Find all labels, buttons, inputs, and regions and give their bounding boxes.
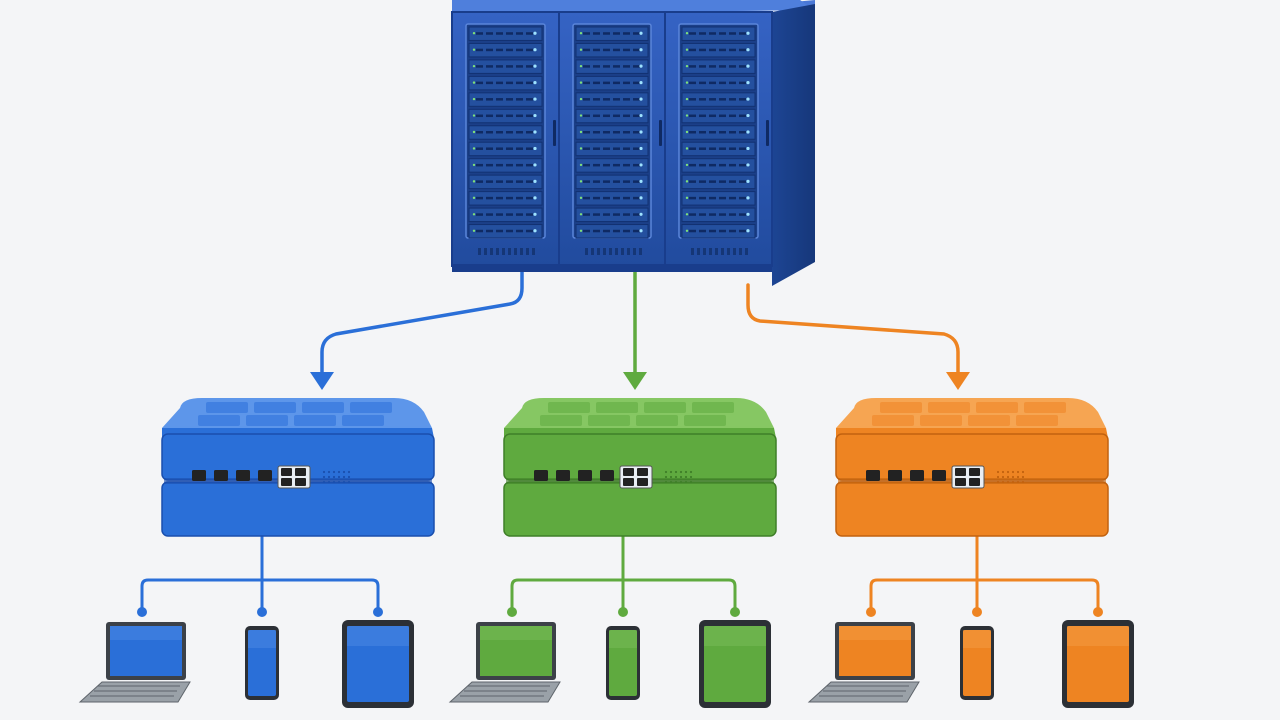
ethernet-port: [192, 470, 206, 481]
arrowhead-icon: [946, 372, 970, 390]
connector-node: [866, 607, 876, 617]
server-rack: [451, 0, 815, 286]
arrowhead-icon: [310, 372, 334, 390]
connector-node: [730, 607, 740, 617]
arrowhead-icon: [623, 372, 647, 390]
ethernet-port: [910, 470, 924, 481]
server-unit: [468, 224, 543, 239]
server-unit: [575, 191, 649, 206]
phone-icon: [960, 626, 994, 700]
network-switch-icon: [835, 398, 1109, 537]
server-unit: [681, 174, 756, 190]
phone-icon: [245, 626, 279, 700]
server-unit: [575, 174, 649, 190]
ethernet-port: [214, 470, 228, 481]
switches-layer: [161, 398, 1109, 537]
laptop-icon: [807, 622, 920, 703]
server-unit: [468, 108, 543, 124]
tablet-icon: [342, 620, 414, 708]
ethernet-port: [258, 470, 272, 481]
ethernet-port: [888, 470, 902, 481]
server-unit: [681, 224, 756, 239]
ethernet-port: [866, 470, 880, 481]
ethernet-port: [556, 470, 570, 481]
server-unit: [681, 42, 756, 58]
tablet-icon: [1062, 620, 1134, 708]
server-rack-icon: [451, 0, 815, 286]
server-bay: [451, 11, 560, 267]
device-bus-line: [140, 578, 380, 610]
connector-node: [507, 607, 517, 617]
server-unit: [468, 191, 543, 206]
connector-node: [972, 607, 982, 617]
server-unit: [468, 42, 543, 58]
server-unit: [681, 108, 756, 124]
server-unit: [575, 75, 649, 91]
connector-node: [257, 607, 267, 617]
device-bus-line: [869, 578, 1100, 610]
device-group-blue: [78, 620, 414, 708]
server-unit: [575, 108, 649, 124]
connection-lines: [137, 266, 1103, 617]
server-unit: [575, 224, 649, 239]
server-unit: [681, 141, 756, 157]
connector-blue: [137, 266, 524, 617]
server-unit: [468, 59, 543, 74]
server-unit: [681, 158, 756, 173]
server-unit: [468, 92, 543, 107]
network-switch-icon: [503, 398, 777, 537]
server-unit: [575, 92, 649, 107]
server-unit: [468, 158, 543, 173]
tablet-icon: [699, 620, 771, 708]
device-group-green: [448, 620, 771, 708]
device-bus-line: [510, 578, 737, 610]
server-unit: [681, 125, 756, 140]
uplink-line: [320, 266, 524, 378]
server-unit: [468, 75, 543, 91]
ethernet-port: [236, 470, 250, 481]
server-unit: [681, 207, 756, 223]
connector-node: [137, 607, 147, 617]
server-unit: [681, 75, 756, 91]
connector-node: [373, 607, 383, 617]
connector-node: [618, 607, 628, 617]
server-unit: [575, 207, 649, 223]
server-bay: [664, 11, 773, 267]
server-unit: [468, 174, 543, 190]
connector-node: [1093, 607, 1103, 617]
devices-layer: [78, 620, 1134, 708]
uplink-line: [746, 283, 960, 378]
phone-icon: [606, 626, 640, 700]
server-unit: [575, 42, 649, 58]
ethernet-port: [534, 470, 548, 481]
server-unit: [681, 92, 756, 107]
server-unit: [681, 26, 756, 41]
server-unit: [575, 141, 649, 157]
server-unit: [681, 191, 756, 206]
server-unit: [575, 59, 649, 74]
server-unit: [468, 207, 543, 223]
ethernet-port: [600, 470, 614, 481]
ethernet-port: [932, 470, 946, 481]
laptop-icon: [448, 622, 561, 703]
server-unit: [468, 125, 543, 140]
connector-orange: [746, 283, 1103, 617]
connector-green: [507, 268, 740, 617]
ethernet-port: [578, 470, 592, 481]
server-unit: [575, 125, 649, 140]
network-switch-icon: [161, 398, 435, 537]
server-unit: [468, 26, 543, 41]
device-group-orange: [807, 620, 1134, 708]
server-unit: [575, 158, 649, 173]
server-unit: [468, 141, 543, 157]
server-unit: [681, 59, 756, 74]
server-unit: [575, 26, 649, 41]
laptop-icon: [78, 622, 191, 703]
server-bay: [558, 11, 666, 267]
